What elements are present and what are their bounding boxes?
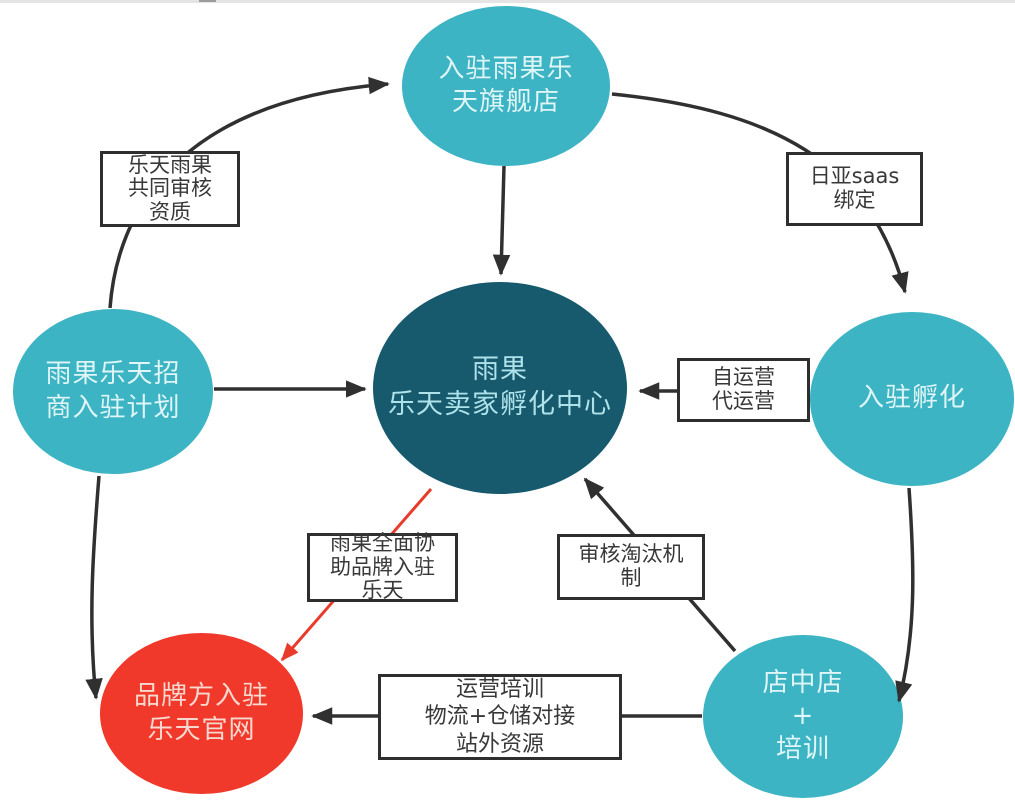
arrow-merchant-plan-to-brand-entry xyxy=(85,475,103,700)
node-entry-incubation: 入驻孵化 xyxy=(810,312,1014,486)
edge-label-operation-mode-text: 自运营 代运营 xyxy=(712,365,775,413)
edge-label-joint-audit-text: 乐天雨果 共同审核 资质 xyxy=(128,152,212,224)
node-merchant-plan: 雨果乐天招 商入驻计划 xyxy=(13,309,213,474)
window-top-edge-mark xyxy=(199,0,216,2)
node-flagship-entry: 入驻雨果乐 天旗舰店 xyxy=(402,6,610,166)
edge-label-elimination-text: 审核淘汰机 制 xyxy=(578,542,684,590)
node-merchant-plan-label: 雨果乐天招 商入驻计划 xyxy=(45,359,181,423)
edge-label-saas-binding: 日亚saas 绑定 xyxy=(786,152,923,226)
edge-label-operation-mode: 自运营 代运营 xyxy=(677,358,810,422)
edge-label-training-resources-text: 运营培训 物流+仓储对接 站外资源 xyxy=(424,676,576,757)
node-incubation-center-label: 雨果 乐天卖家孵化中心 xyxy=(388,354,612,420)
arrow-incubation-to-shop-training xyxy=(895,487,915,703)
edge-label-joint-audit: 乐天雨果 共同审核 资质 xyxy=(100,151,240,227)
node-shop-in-shop-training-label: 店中店 + 培训 xyxy=(762,667,844,765)
window-top-edge xyxy=(0,0,1015,3)
edge-label-brand-assist-text: 雨果全面协 助品牌入驻 乐天 xyxy=(330,531,435,603)
arrow-flagship-to-incubation xyxy=(611,92,909,294)
edge-label-elimination: 审核淘汰机 制 xyxy=(557,534,705,600)
node-brand-official-entry-label: 品牌方入驻 乐天官网 xyxy=(133,681,269,745)
edge-label-saas-binding-text: 日亚saas 绑定 xyxy=(809,164,900,212)
node-entry-incubation-label: 入驻孵化 xyxy=(857,383,966,414)
node-incubation-center: 雨果 乐天卖家孵化中心 xyxy=(373,282,627,494)
node-flagship-entry-label: 入驻雨果乐 天旗舰店 xyxy=(438,53,574,117)
arrow-flagship-to-center xyxy=(492,165,511,276)
edge-label-brand-assist: 雨果全面协 助品牌入驻 乐天 xyxy=(307,531,458,603)
node-brand-official-entry: 品牌方入驻 乐天官网 xyxy=(100,633,303,794)
node-shop-in-shop-training: 店中店 + 培训 xyxy=(703,635,903,798)
edge-label-training-resources: 运营培训 物流+仓储对接 站外资源 xyxy=(378,674,622,760)
